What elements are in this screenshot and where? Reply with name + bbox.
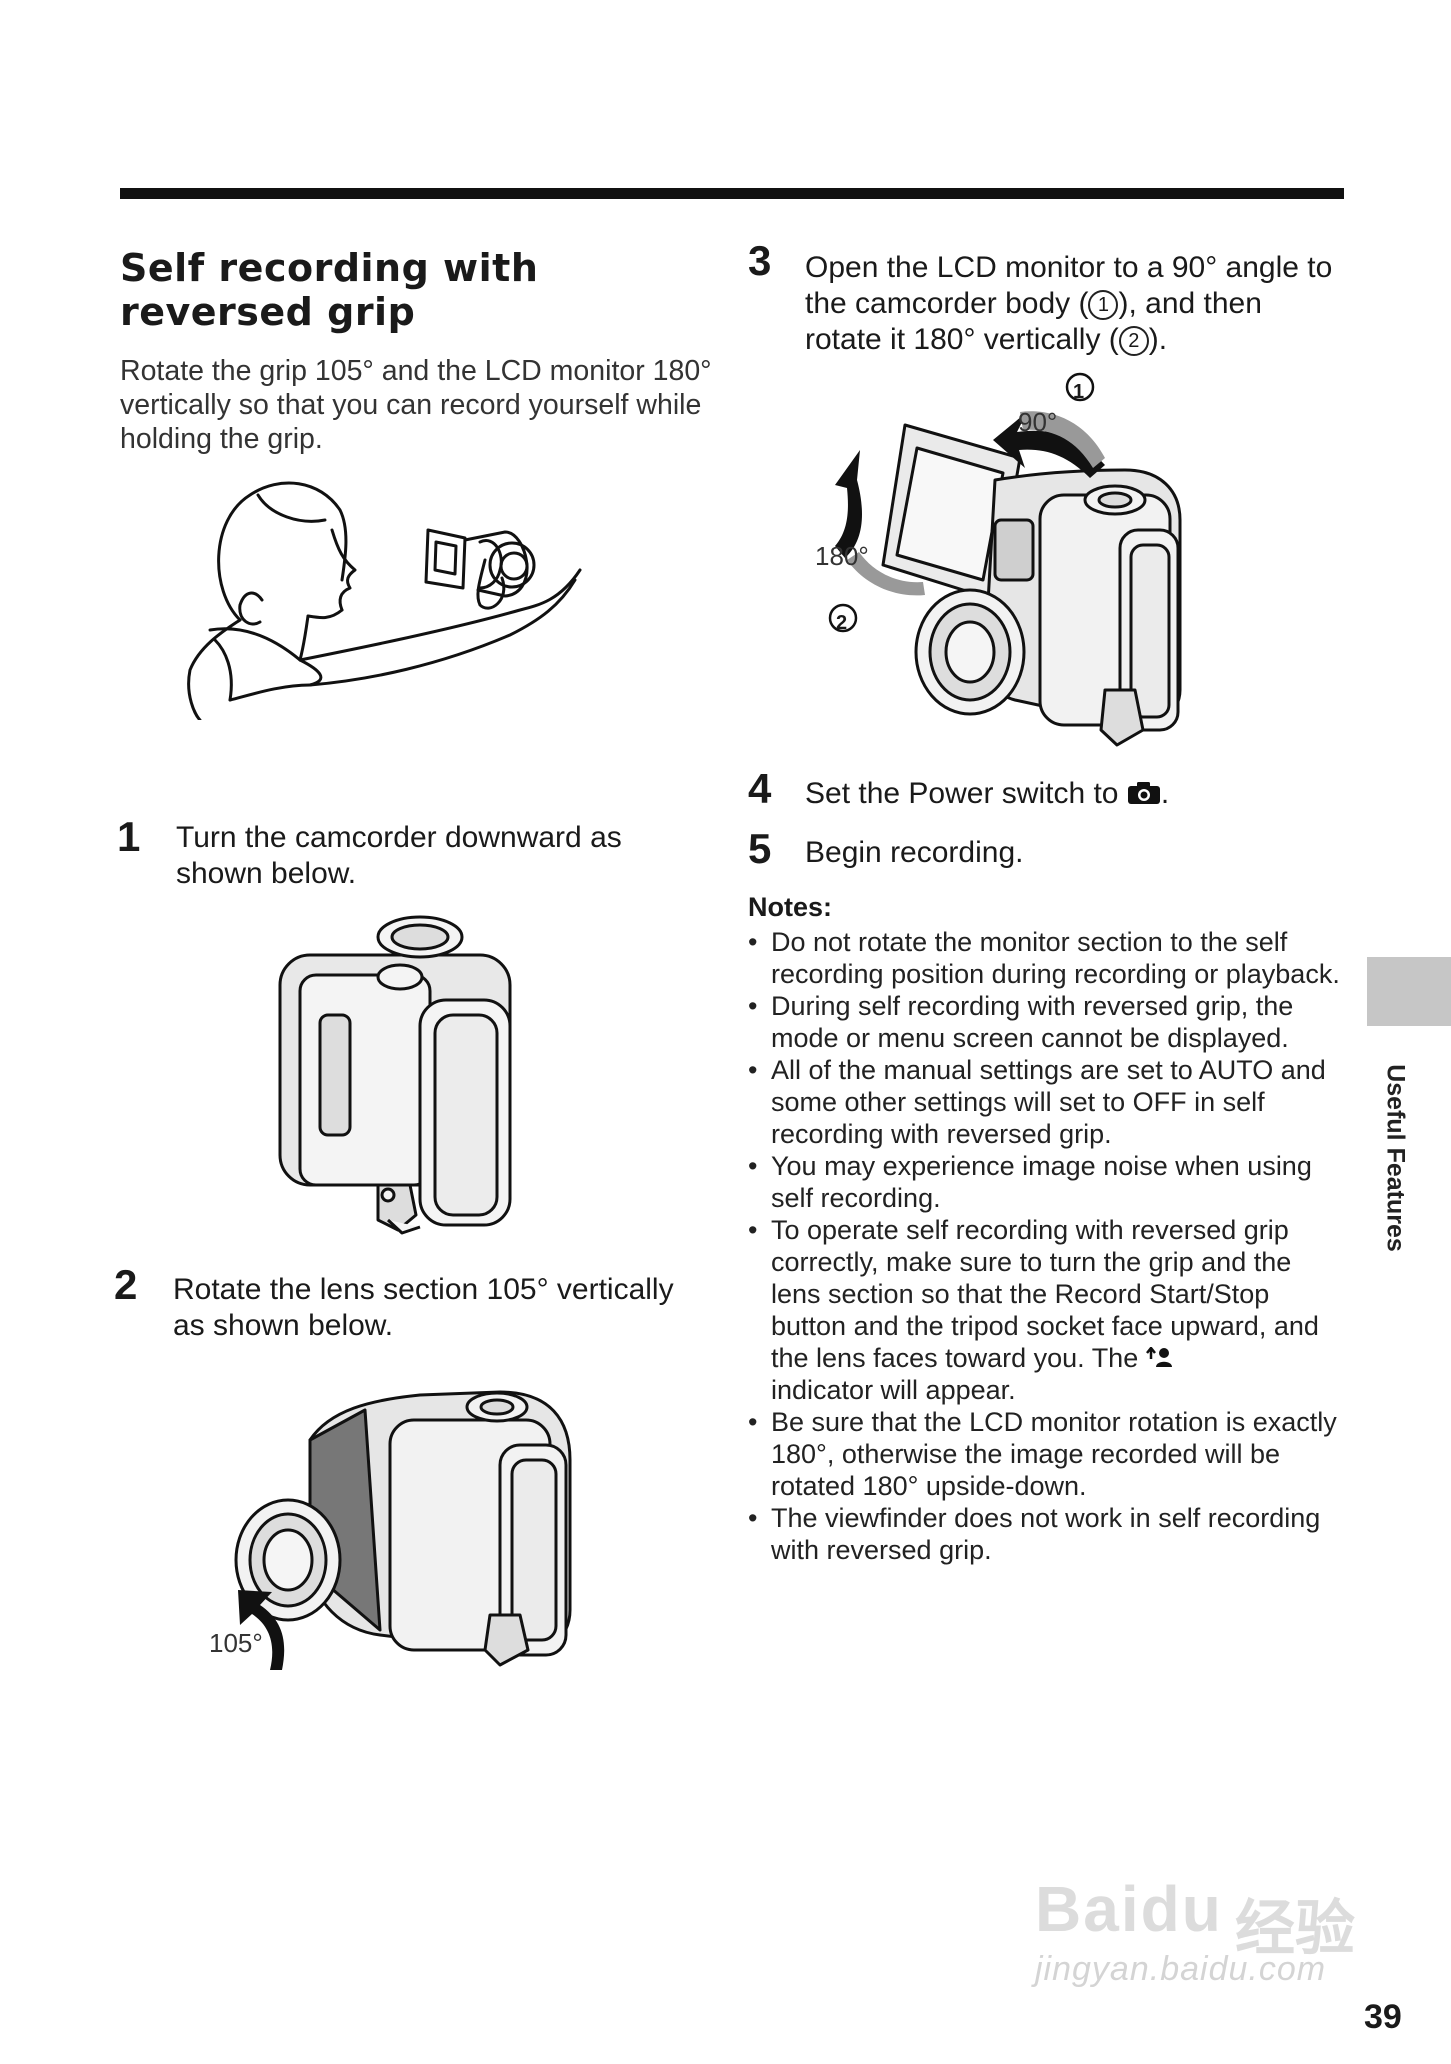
note-item: •To operate self recording with reversed… — [748, 1215, 1319, 1405]
camera-icon — [1127, 782, 1160, 804]
circled-number-1: 1 — [1088, 290, 1119, 320]
section-tab-label: Useful Features — [1381, 1064, 1410, 1252]
rotate-arrow-icon — [993, 412, 1105, 478]
notes-title: Notes: — [748, 892, 833, 922]
step-1-number: 1 — [117, 813, 141, 860]
lens-rotation-illustration — [234, 1390, 572, 1670]
header-rule — [120, 188, 1344, 199]
step-2-angle-label: 105° — [209, 1628, 263, 1658]
step-5-number: 5 — [748, 825, 772, 872]
note-item: •You may experience image noise when usi… — [748, 1151, 1312, 1213]
section-tab-marker — [1367, 957, 1451, 1026]
self-record-indicator-icon — [1145, 1345, 1172, 1367]
self-recording-illustration — [187, 481, 582, 720]
note-item: •Do not rotate the monitor section to th… — [748, 927, 1340, 989]
watermark-url: jingyan.baidu.com — [1035, 1950, 1327, 1988]
camcorder-downward-illustration — [278, 915, 512, 1235]
step-4-text: Set the Power switch to . — [805, 777, 1170, 810]
section-title: Self recording with reversed grip — [120, 246, 539, 334]
watermark-brand: Baidu — [1035, 1873, 1223, 1945]
step-2-number: 2 — [114, 1261, 138, 1308]
intro-text: Rotate the grip 105° and the LCD monitor… — [120, 355, 712, 455]
lcd-rotation-illustration — [828, 372, 1182, 747]
step-4-number: 4 — [748, 765, 772, 812]
step-3-angle-180: 180° — [815, 541, 869, 571]
note-item: •During self recording with reversed gri… — [748, 991, 1294, 1053]
notes-list: •Do not rotate the monitor section to th… — [748, 926, 1348, 1566]
step-3-number: 3 — [748, 237, 772, 284]
page-number: 39 — [1364, 1998, 1402, 2036]
step-3-mark-1: 1 — [1073, 381, 1085, 403]
rotate-arrow-icon — [835, 450, 862, 558]
watermark-cn: 经验 — [1235, 1895, 1355, 1962]
step-3-mark-2: 2 — [836, 612, 848, 634]
step-1-text: Turn the camcorder downward as shown bel… — [176, 821, 622, 890]
step-3-text: Open the LCD monitor to a 90° angle to t… — [805, 251, 1333, 356]
step-3-angle-90: 90° — [1018, 407, 1058, 437]
circled-number-2: 2 — [1118, 326, 1149, 356]
rotate-arrow-icon — [238, 1590, 285, 1670]
note-item: •The viewfinder does not work in self re… — [748, 1503, 1321, 1565]
note-item: •Be sure that the LCD monitor rotation i… — [748, 1407, 1337, 1501]
note-item: •All of the manual settings are set to A… — [748, 1055, 1326, 1149]
step-2-text: Rotate the lens section 105° vertically … — [173, 1273, 674, 1342]
step-5-text: Begin recording. — [805, 836, 1024, 869]
